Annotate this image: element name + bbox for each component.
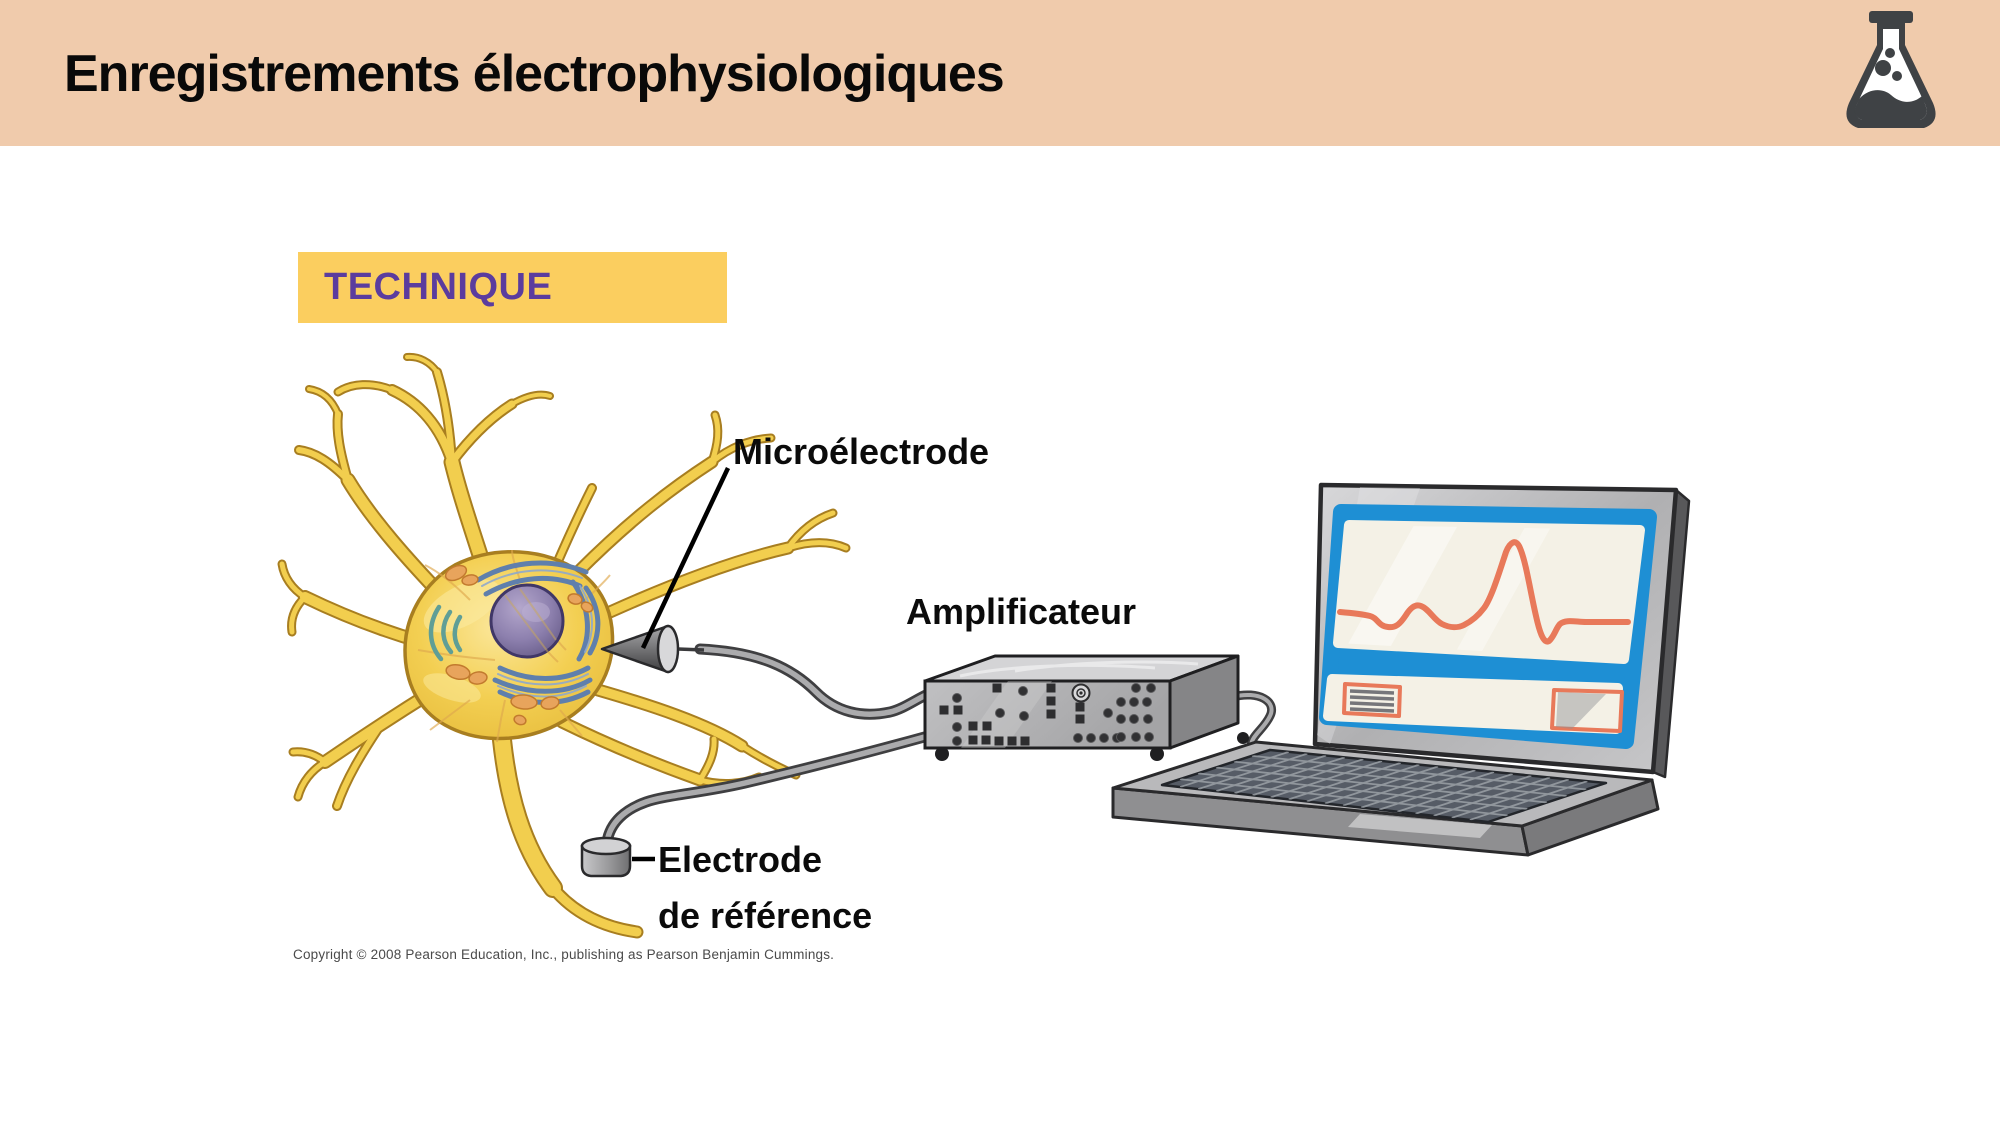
- laptop-keyboard: [1111, 740, 1660, 857]
- flask-icon: [1833, 10, 1949, 136]
- microelectrode-cone: [600, 624, 705, 674]
- header-band: Enregistrements électrophysiologiques: [0, 0, 2000, 146]
- label-amplifier: Amplificateur: [906, 591, 1137, 632]
- technique-banner: TECHNIQUE: [298, 252, 727, 323]
- reference-electrode: [580, 836, 655, 878]
- amplifier-knobs: [939, 683, 1156, 746]
- cables: [601, 643, 1287, 848]
- laptop-screen: [1312, 482, 1691, 779]
- screen-menu-box: [1342, 682, 1402, 718]
- copyright-notice: Copyright © 2008 Pearson Education, Inc.…: [293, 947, 835, 962]
- label-reference-line1: Electrode: [658, 839, 823, 880]
- mitochondria: [444, 564, 594, 726]
- screen-status-box: [1550, 688, 1624, 733]
- amplifier-device: [923, 654, 1249, 761]
- neuron-illustration: [277, 352, 851, 939]
- golgi-apparatus: [428, 604, 463, 662]
- page-title: Enregistrements électrophysiologiques: [64, 45, 1005, 103]
- action-potential-trace: [1337, 539, 1631, 645]
- nucleus: [489, 583, 565, 659]
- label-microelectrode: Microélectrode: [733, 431, 990, 472]
- label-reference-line2: de référence: [658, 895, 873, 936]
- label-reference-electrode: Electrode de référence: [658, 832, 872, 944]
- laptop-computer: [1111, 482, 1691, 857]
- er-highlights: [481, 569, 594, 698]
- keyboard-keys: [1179, 750, 1588, 821]
- technique-label: TECHNIQUE: [324, 266, 553, 308]
- amplifier-dial: [1071, 683, 1091, 703]
- pointer-line-microelectrode: [640, 467, 731, 649]
- signal-cable: [694, 643, 934, 720]
